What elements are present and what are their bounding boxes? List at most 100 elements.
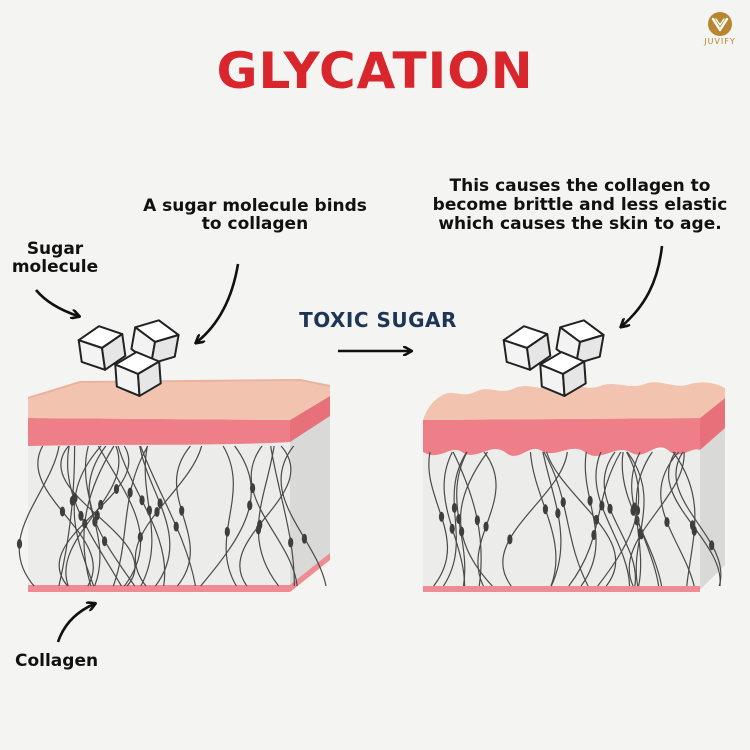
toxic-sugar-label: TOXIC SUGAR [299,308,457,332]
collagen-fiber [502,451,568,587]
collagen-fiber [628,451,685,587]
sugar-cube-icon [114,351,162,397]
sugar-cube-icon [130,319,180,365]
collagen-node [16,538,23,549]
collagen-node [179,505,185,516]
collagen-node [664,517,670,528]
brittle-line3: which causes the skin to age. [438,214,722,235]
sugar-cube-icon [77,325,127,371]
collagen-node [451,502,458,513]
collagen-fiber [200,445,252,587]
collagen-node [139,495,145,506]
collagen-fiber [112,445,149,587]
collagen-node [599,500,605,511]
collagen-fiber [83,445,115,587]
collagen-fiber [542,451,562,587]
healthy-skin-side [290,388,330,590]
collagen-fiber [222,445,237,587]
collagen-fiber [140,445,153,587]
collagen-fiber [460,451,493,587]
collagen-fiber [37,445,94,587]
healthy-collagen-fibers [16,445,327,587]
brittle-line2: become brittle and less elastic [432,195,728,216]
collagen-node [101,536,108,547]
collagen-fiber [442,451,468,587]
brittle-pointer-arrow-icon [622,245,664,326]
sugar-cube-group-right [502,319,605,397]
collagen-node [542,504,549,515]
healthy-pink-band [28,418,290,446]
collagen-label: Collagen [15,651,99,671]
collagen-fiber [580,451,597,587]
collagen-node [94,510,100,521]
binds-pointer-arrow-icon [197,263,240,342]
collagen-node [587,495,593,506]
collagen-fiber [18,445,60,587]
sugar-cube-icon [539,351,587,397]
binds-line1: A sugar molecule binds [143,196,367,216]
collagen-node [607,503,613,514]
collagen-node [630,505,636,516]
brand-name: JUVIFY [704,37,736,46]
collagen-node [507,534,513,545]
healthy-epidermis [28,380,330,420]
collagen-fiber [239,445,292,587]
binds-line2: to collagen [201,214,309,235]
sugar-label-line1: Sugar [26,239,84,259]
brittle-line1: This causes the collagen to [449,176,711,196]
collagen-fiber [175,445,191,587]
collagen-fiber [595,451,631,587]
collagen-node [257,519,263,530]
aged-bottom-line [423,586,700,592]
collagen-fiber [529,451,557,587]
collagen-node [301,533,308,544]
healthy-bottom-line [28,585,290,592]
collagen-fiber [675,451,722,587]
collagen-fiber [58,445,130,587]
collagen-fiber [603,451,636,587]
brittle-label: This causes the collagen to become britt… [410,176,750,235]
collagen-node [449,523,455,534]
brand-logo-icon [708,12,732,36]
collagen-node [691,525,697,536]
collagen-node [78,510,84,521]
collagen-fiber [134,445,203,587]
healthy-skin-block [16,378,331,592]
aged-skin-block [423,382,725,592]
collagen-node [593,514,600,525]
collagen-fiber [280,445,327,587]
collagen-fiber [139,445,197,587]
collagen-node [173,521,179,532]
aged-collagen-fibers [428,451,722,587]
collagen-node [247,500,253,511]
collagen-fiber [443,451,466,587]
collagen-node [127,487,133,498]
collagen-node [459,526,465,537]
collagen-fiber [543,451,589,587]
diagram-title: GLYCATION [216,42,534,100]
collagen-node [560,497,566,508]
collagen-fiber [250,445,298,587]
collagen-node [438,511,445,522]
collagen-node [709,540,715,551]
collagen-fiber [621,451,663,587]
collagen-fiber [667,451,721,587]
collagen-fiber [117,445,166,587]
sugar-cube-icon [502,325,552,371]
collagen-node [555,508,561,519]
aged-epidermis [423,382,725,420]
binds-label: A sugar molecule binds to collagen [125,197,385,234]
collagen-node [483,521,489,532]
aged-pink-band [423,418,700,456]
collagen-node [146,505,152,516]
collagen-node [224,526,230,537]
sugar-cube-icon [555,319,605,365]
sugar-molecule-label: Sugar molecule [10,240,100,277]
collagen-node [154,506,160,517]
collagen-node [288,537,294,548]
sugar-pointer-arrow-icon [35,289,78,316]
collagen-fiber [626,451,645,587]
collagen-fiber [73,445,102,587]
collagen-node [474,515,480,526]
